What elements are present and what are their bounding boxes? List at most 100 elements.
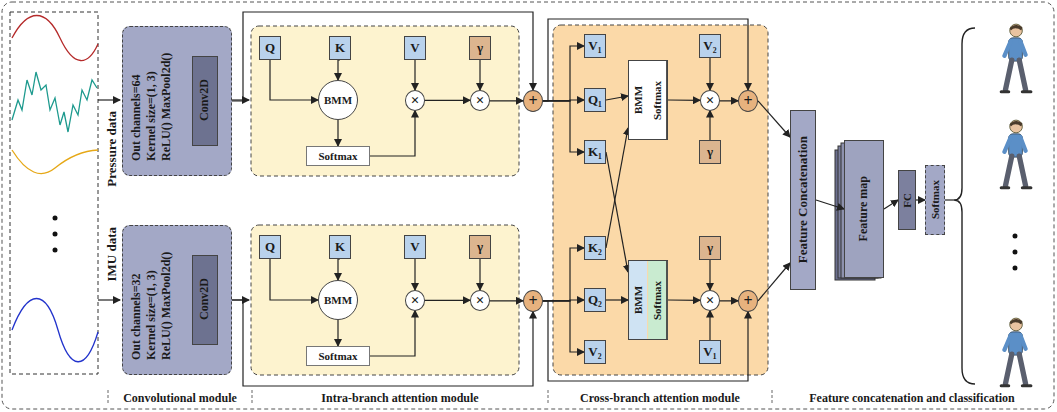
connector: [414, 259, 415, 290]
connector: [425, 100, 470, 101]
connector: [709, 111, 710, 141]
connector: [758, 263, 790, 301]
cross-module: [553, 25, 768, 375]
node-text: +: [743, 92, 752, 110]
query-box: Q: [259, 36, 281, 60]
connector: [606, 128, 628, 248]
connector: [543, 46, 584, 101]
bmm-softmax-box: BMMSoftmax: [628, 60, 668, 140]
section-label: Intra-branch attention module: [321, 391, 478, 406]
node-text: Out channels=32 Kernel size=(1, 3) ReLU(…: [129, 240, 174, 360]
input-label: IMU data: [104, 226, 120, 283]
node-text: Softmax: [318, 150, 357, 162]
signal-wave: [12, 150, 98, 174]
connector: [606, 96, 628, 100]
bmm-circle: BMM: [318, 80, 358, 120]
feature-map: Feature map: [844, 140, 884, 278]
connector: [425, 300, 470, 301]
connector: [232, 300, 533, 386]
node-text: K: [335, 240, 345, 254]
key-box: K: [329, 235, 351, 259]
conv-module: Out channels=64 Kernel size=(1, 3) ReLU(…: [122, 26, 232, 176]
node-text: Softmax: [648, 61, 667, 139]
multiply-circle: ×: [470, 90, 490, 111]
connector: [606, 152, 628, 272]
node-text: K: [335, 41, 345, 55]
node-text: +: [528, 292, 537, 310]
node-text: ×: [476, 92, 485, 109]
node-text: γ: [707, 241, 713, 255]
connector: [338, 259, 340, 280]
input-arrow: [98, 299, 120, 300]
node-text: Softmax: [648, 261, 667, 339]
query-box: Q: [259, 235, 281, 259]
section-label: Convolutional module: [123, 391, 237, 406]
node-text: Q₂: [588, 293, 602, 307]
node-text: γ: [477, 240, 483, 254]
connector: [668, 99, 700, 101]
connector: [337, 320, 338, 346]
node-text: γ: [477, 41, 483, 55]
intra-module: [251, 26, 519, 176]
softmax-box: Softmax: [306, 146, 370, 166]
value-box: V: [404, 235, 426, 259]
connector: [543, 248, 584, 301]
connector: [337, 120, 338, 146]
node-text: K₂: [588, 241, 602, 255]
node-text: V: [410, 240, 419, 254]
value-box: V₂: [584, 340, 606, 364]
key-box: K: [329, 36, 351, 60]
connector: [270, 60, 318, 100]
conv-module: Out channels=32 Kernel size=(1, 3) ReLU(…: [122, 225, 232, 375]
softmax-box: Softmax: [306, 346, 370, 366]
connector: [232, 12, 533, 101]
gamma-box: γ: [699, 140, 721, 164]
signal-wave: [12, 16, 98, 61]
node-text: BMM: [324, 94, 352, 106]
concat-box: Feature Concatenation: [790, 110, 816, 290]
bmm-circle: BMM: [318, 280, 358, 320]
multiply-circle: ×: [405, 90, 425, 111]
conv-layer: Conv2D: [192, 56, 218, 146]
multiply-circle: ×: [700, 290, 720, 311]
softmax-layer: Softmax: [925, 165, 945, 235]
node-text: γ: [707, 145, 713, 159]
connector: [414, 60, 415, 90]
node-text: BMM: [324, 294, 352, 306]
node-text: BMM: [629, 61, 647, 139]
node-text: Q: [265, 41, 275, 55]
connector: [370, 311, 415, 357]
node-text: ×: [411, 292, 420, 309]
node-text: Softmax: [929, 180, 941, 219]
key-box: K₁: [584, 140, 606, 164]
connector: [709, 58, 710, 90]
signal-panel: [10, 12, 98, 374]
input-label: Pressure data: [104, 110, 120, 188]
section-label: Cross-branch attention module: [580, 391, 740, 406]
node-text: Feature map: [857, 176, 870, 241]
node-text: ×: [706, 92, 715, 109]
connector: [543, 101, 584, 152]
node-text: ×: [706, 292, 715, 309]
node-text: ×: [476, 292, 485, 309]
connector: [884, 200, 898, 209]
gamma-box: γ: [699, 236, 721, 260]
connector: [720, 100, 738, 102]
fc-layer: FC: [898, 170, 916, 230]
signal-wave: [12, 299, 98, 362]
gamma-box: γ: [469, 235, 491, 259]
connector: [720, 300, 738, 302]
connector: [479, 60, 480, 90]
multiply-circle: ×: [470, 290, 490, 311]
node-text: Feature Concatenation: [796, 136, 810, 263]
node-text: ×: [411, 92, 420, 109]
value-box: V₂: [699, 34, 721, 58]
multiply-circle: ×: [700, 90, 720, 111]
add-circle: +: [523, 90, 543, 112]
gamma-box: γ: [469, 36, 491, 60]
node-text: BMM: [629, 261, 647, 339]
node-text: V₂: [588, 345, 601, 359]
output-line: [945, 199, 954, 200]
connector: [709, 311, 710, 341]
multiply-circle: ×: [405, 290, 425, 311]
